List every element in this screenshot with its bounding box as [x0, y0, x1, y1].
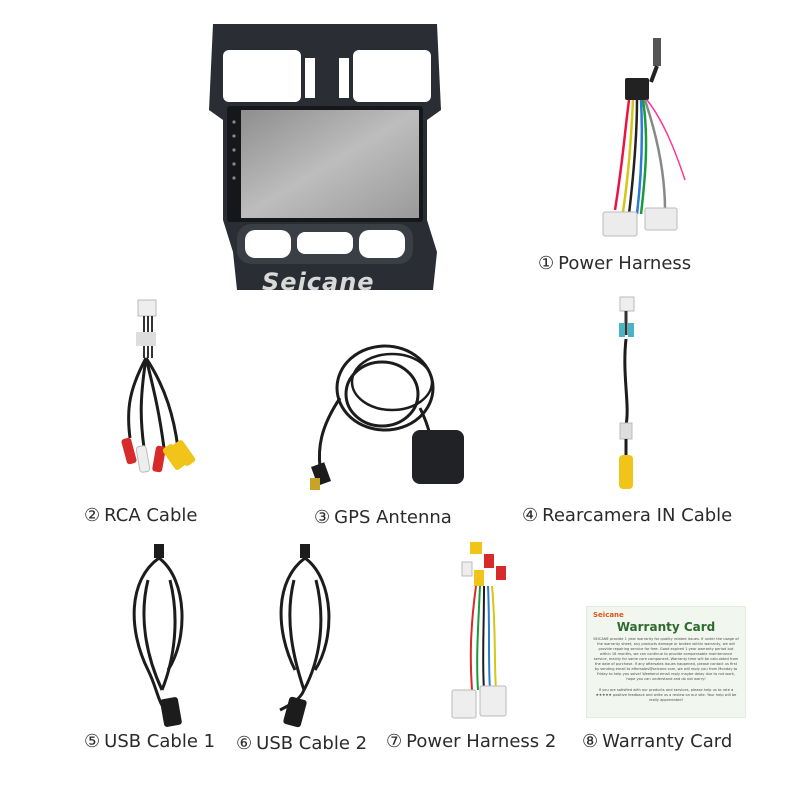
- item-label: Warranty Card: [602, 731, 733, 752]
- item-label: Power Harness: [558, 253, 692, 274]
- item-number: ⑥: [236, 733, 253, 754]
- item-number: ⑧: [582, 731, 599, 752]
- item-label: RCA Cable: [104, 505, 198, 526]
- item-label: Power Harness 2: [406, 731, 557, 752]
- item-number: ①: [538, 253, 555, 274]
- head-unit-image: [209, 24, 441, 290]
- gps-antenna-image: [310, 344, 464, 490]
- usb-cable-2-image: [279, 544, 331, 728]
- item-number: ④: [522, 505, 539, 526]
- warranty-card-brand: Seicane: [593, 611, 624, 619]
- item-label: GPS Antenna: [334, 507, 452, 528]
- brand-watermark: Seicane: [262, 268, 375, 296]
- item-number: ⑦: [386, 731, 403, 752]
- warranty-card-footer: If you are satisfied with our products a…: [595, 688, 737, 702]
- item-label: USB Cable 2: [256, 733, 368, 754]
- warranty-card-title: Warranty Card: [616, 620, 716, 634]
- rca-cable-image: [121, 299, 196, 473]
- power-harness-2-image: [451, 542, 507, 719]
- rearcamera-cable-image: [619, 296, 635, 489]
- power-harness-image: [602, 38, 686, 237]
- item-number: ②: [84, 505, 101, 526]
- item-number: ③: [314, 507, 331, 528]
- item-label: Rearcamera IN Cable: [542, 505, 733, 526]
- warranty-card-body: SEICANE provide 1 year warranty for qual…: [593, 637, 739, 681]
- item-number: ⑤: [84, 731, 101, 752]
- usb-cable-1-image: [132, 544, 184, 727]
- item-label: USB Cable 1: [104, 731, 216, 752]
- warranty-card-image: Seicane Warranty Card SEICANE provide 1 …: [586, 606, 746, 718]
